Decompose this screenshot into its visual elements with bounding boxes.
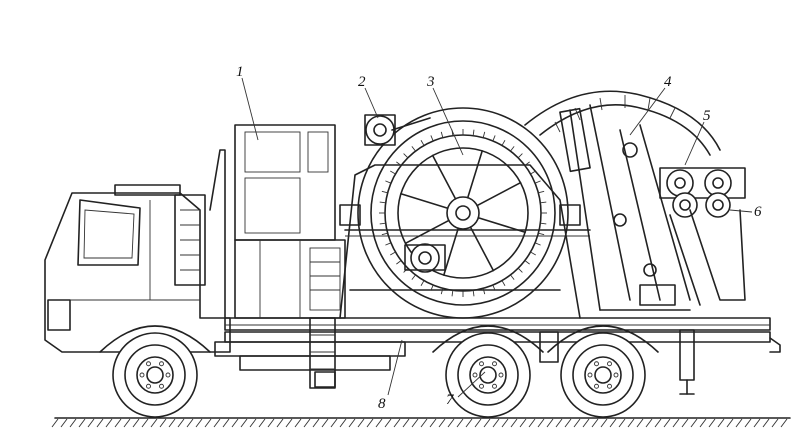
label-2: 2 bbox=[358, 74, 366, 90]
gooseneck-arch bbox=[524, 90, 721, 156]
wheels bbox=[99, 325, 659, 418]
label-1: 1 bbox=[236, 64, 244, 80]
label-6: 6 bbox=[754, 204, 762, 220]
label-5: 5 bbox=[703, 108, 711, 124]
wheel-3 bbox=[547, 325, 659, 418]
ground bbox=[51, 417, 791, 428]
injector-mast bbox=[559, 104, 691, 311]
callouts: 1 2 3 4 5 6 7 8 bbox=[236, 64, 762, 412]
wheel-1 bbox=[99, 325, 211, 418]
label-4: 4 bbox=[664, 74, 672, 90]
operator-cabin bbox=[234, 124, 346, 319]
injector-head bbox=[659, 167, 746, 306]
truck-cab bbox=[44, 149, 231, 353]
label-3: 3 bbox=[426, 74, 435, 90]
reel-frame bbox=[339, 164, 591, 319]
wheel-2 bbox=[432, 325, 544, 418]
label-8: 8 bbox=[378, 396, 386, 412]
level-wind bbox=[364, 114, 446, 273]
reel-drum bbox=[357, 107, 569, 319]
label-7: 7 bbox=[446, 392, 455, 408]
